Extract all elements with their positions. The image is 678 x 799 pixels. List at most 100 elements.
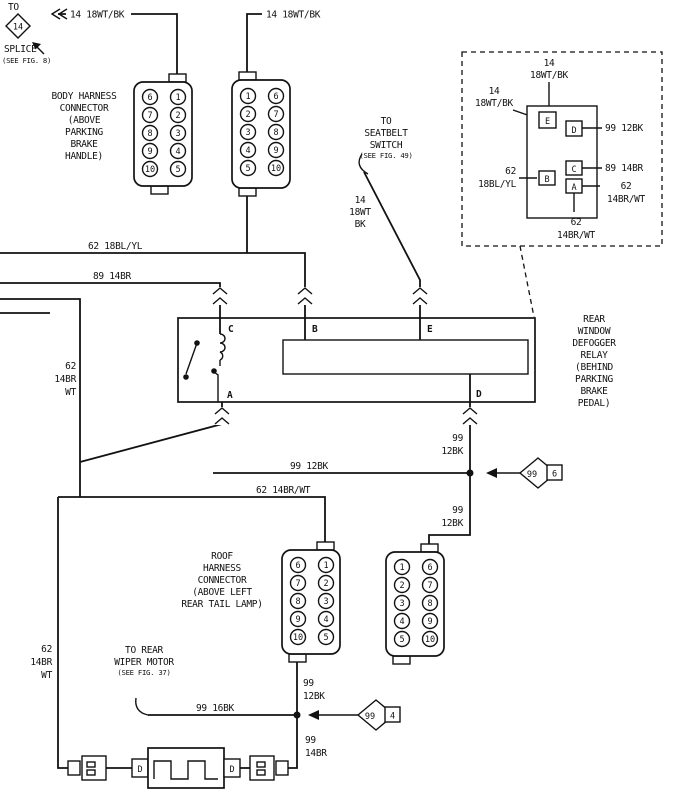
pin-number: 9: [295, 615, 300, 625]
label-line: SEATBELT: [364, 128, 408, 139]
inset-left-label: 14: [489, 86, 500, 97]
label-line: 99: [452, 505, 463, 516]
label-line: REAR: [583, 314, 605, 325]
splice-99-6-symbol: 99 6: [486, 457, 563, 489]
relay-terminal-b: B: [312, 324, 318, 335]
label-line: BRAKE: [70, 139, 98, 150]
splice-diamond-icon: [5, 13, 31, 39]
inset-pin-e: E: [545, 117, 550, 127]
inset-wire-a-label: 14BR/WT: [607, 194, 646, 205]
wire-label-62-14brwt-h: 62 14BR/WT: [256, 485, 311, 496]
wire-conn4-feed: [428, 473, 471, 544]
inset-wire-b-label: 62: [505, 166, 516, 177]
label-line: 62: [65, 361, 76, 372]
label-line: 99: [303, 678, 314, 689]
fuse-wave-icon: [153, 760, 218, 780]
break-icon: [462, 407, 478, 425]
wire-label-62-14brwt-lower: 62 14BR WT: [30, 644, 53, 681]
pin-number: 6: [147, 93, 152, 103]
pin-number: 3: [245, 128, 250, 138]
body-harness-mate-connector: 1 2 3 4 5 6 7 8 9 10: [231, 71, 291, 197]
label-line: 14BR: [54, 374, 76, 385]
pin-number: 5: [175, 165, 180, 175]
pin-number: 8: [273, 128, 278, 138]
label-line: (BEHIND: [575, 362, 614, 373]
wiper-hook: [135, 697, 149, 716]
inset-wire-c-label: 89 14BR: [605, 163, 644, 174]
label-line: RELAY: [580, 350, 608, 361]
wire-left-lower: [57, 497, 68, 769]
pin-number: 4: [323, 615, 328, 625]
wire-label-99-12bk-lower: 99 12BK: [441, 505, 464, 529]
pin-number: 4: [245, 146, 250, 156]
break-icon: [214, 407, 230, 425]
wire-62-14brwt-line: [58, 496, 326, 542]
break-icon: [412, 287, 428, 305]
label-fig-ref: (SEE FIG. 37): [117, 668, 170, 677]
label-line: CONNECTOR: [60, 103, 109, 114]
pin-number: 7: [295, 579, 300, 589]
wire-62-18blyl-line: [0, 252, 306, 318]
fuse-terminal-d: D: [137, 765, 142, 775]
relay-connector-inset: 14 18WT/BK 14 18WT/BK E D C B A 99 12BK …: [461, 51, 663, 318]
pin-number: 9: [147, 147, 152, 157]
wire-a-diagonal: [79, 402, 223, 463]
label-line: PEDAL): [578, 398, 611, 409]
seatbelt-switch-label: TO SEATBELT SWITCH (SEE FIG. 49): [359, 116, 413, 160]
inset-wire-b-label: 18BL/YL: [478, 179, 517, 190]
wire-label-62-14brwt-upper: 62 14BR WT: [54, 361, 77, 398]
wire-label-14-18wtbk-left: 14 18WT/BK: [70, 10, 125, 21]
label-line: 12BK: [441, 518, 463, 529]
pin-number: 6: [295, 561, 300, 571]
label-line: TO REAR: [125, 645, 164, 656]
label-line: 99: [452, 433, 463, 444]
roof-harness-mate-connector: 1 2 3 4 5 6 7 8 9 10: [385, 543, 445, 665]
pin-number: 3: [399, 599, 404, 609]
inset-top-label: 14: [544, 58, 555, 69]
inset-top-label: 18WT/BK: [530, 70, 569, 81]
pin-number: 2: [245, 110, 250, 120]
splice-number: 99: [527, 470, 537, 480]
pin-number: 2: [399, 581, 404, 591]
relay-switch-arm: [185, 342, 198, 375]
label-line: 12BK: [441, 446, 463, 457]
wire-89-14br-line: [0, 282, 221, 318]
pin-number: 3: [323, 597, 328, 607]
wire-top-mid-line: [246, 13, 262, 74]
pin-number: 7: [273, 110, 278, 120]
splice-fig-ref: (SEE FIG. 8): [2, 56, 51, 65]
pin-number: 4: [399, 617, 404, 627]
junction-dot: [293, 711, 301, 719]
splice-number: 99: [365, 712, 375, 722]
wire-label-99-12bk-h: 99 12BK: [290, 461, 329, 472]
splice-code: 4: [390, 712, 395, 722]
wire-label-99-16bk: 99 16BK: [196, 703, 235, 714]
pin-number: 1: [323, 561, 328, 571]
left-arrow-icon: [50, 8, 68, 20]
label-line: CONNECTOR: [198, 575, 247, 586]
junction-dot: [466, 469, 474, 477]
seatbelt-hook: [358, 153, 369, 175]
splice-number: 14: [13, 23, 23, 33]
label-line: PARKING: [65, 127, 104, 138]
label-line: WT: [41, 670, 52, 681]
defogger-relay-label: REAR WINDOW DEFOGGER RELAY (BEHIND PARKI…: [572, 314, 616, 409]
pin-number: 7: [427, 581, 432, 591]
label-line: 99: [305, 735, 316, 746]
label-line: 14: [355, 195, 366, 206]
pin-number: 9: [427, 617, 432, 627]
wire-label-62-18blyl: 62 18BL/YL: [88, 241, 143, 252]
pin-number: 6: [273, 92, 278, 102]
label-line: REAR TAIL LAMP): [181, 599, 262, 610]
splice-arrow-icon: [308, 710, 319, 720]
splice-99-4-symbol: 99 4: [308, 699, 401, 731]
inset-wire-a-bottom-label: 62: [571, 217, 582, 228]
wire-seatbelt-line: [363, 171, 421, 318]
pin-number: 3: [175, 129, 180, 139]
inset-left-label: 18WT/BK: [475, 98, 514, 109]
label-line: TO: [381, 116, 392, 127]
pin-number: 5: [323, 633, 328, 643]
defogger-relay: C B E A D: [177, 317, 536, 403]
pin-number: 10: [145, 165, 155, 175]
